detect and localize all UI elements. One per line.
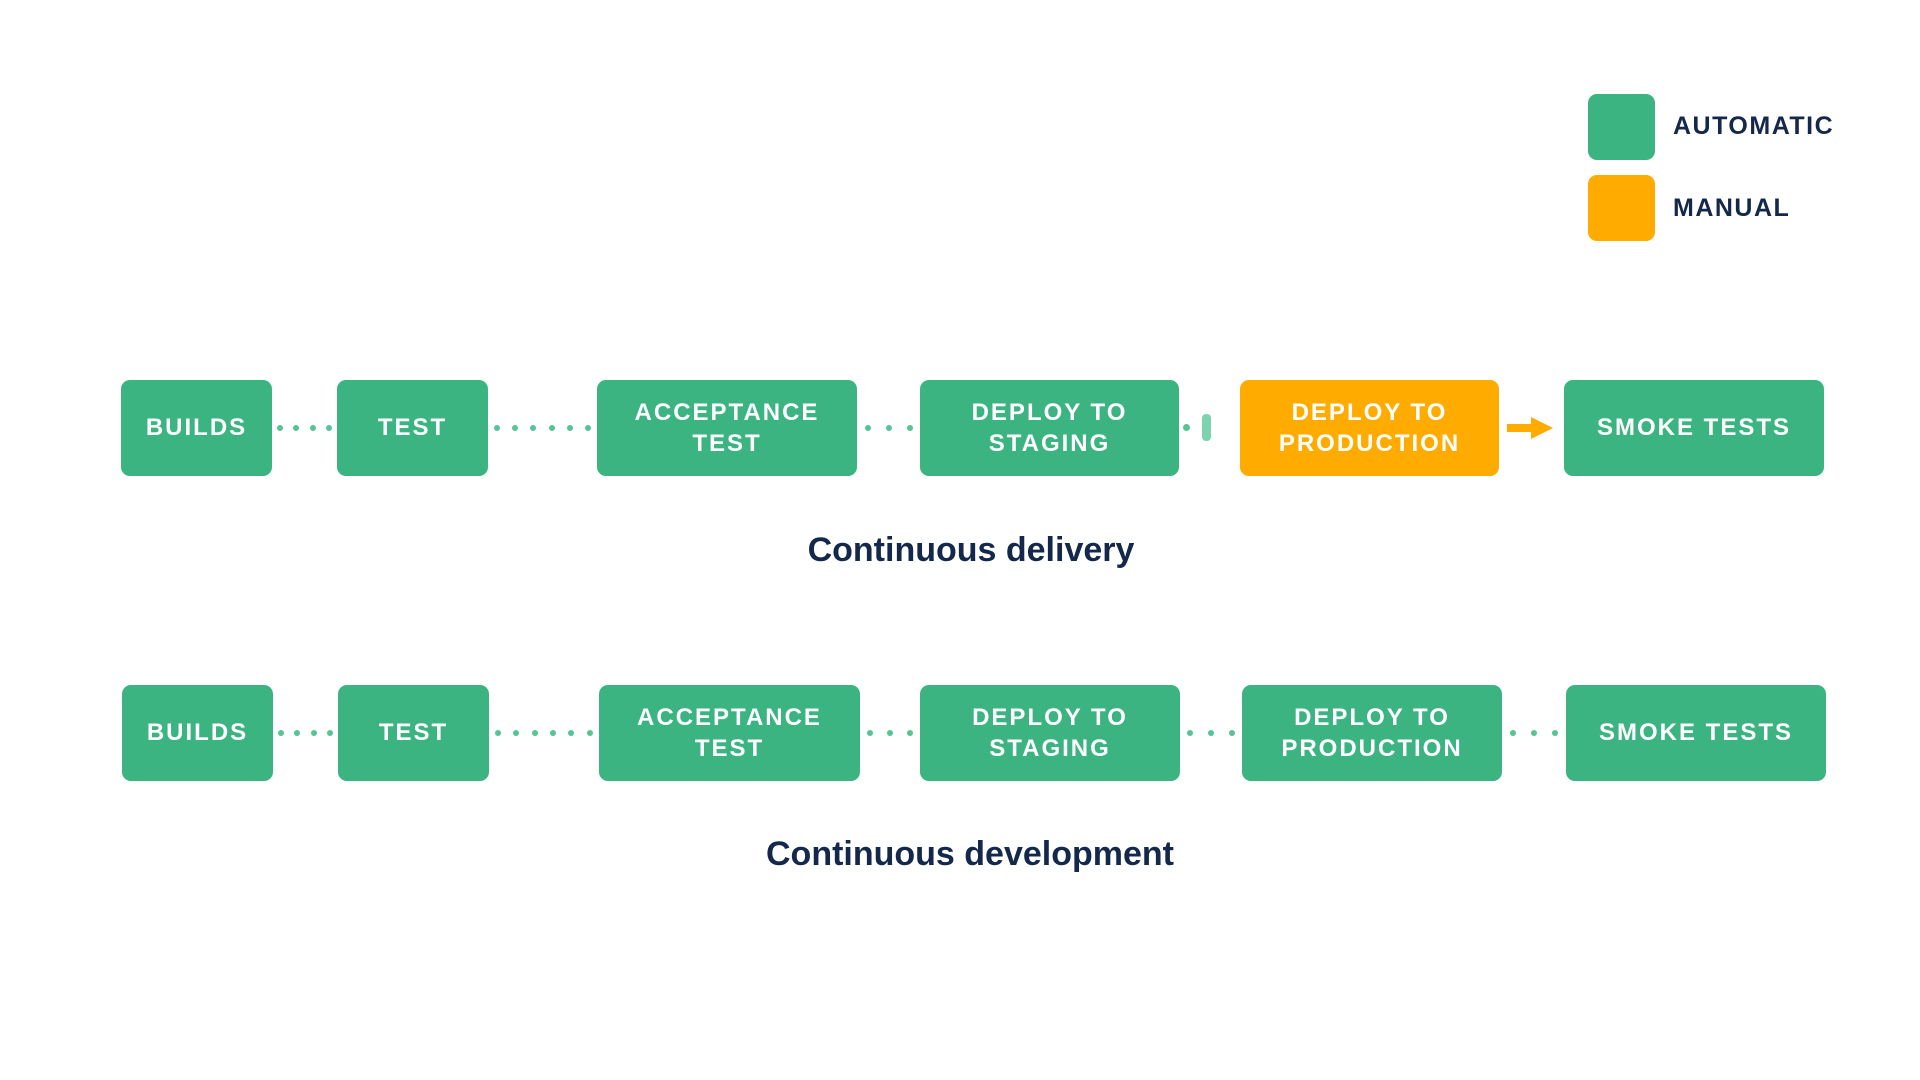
dot <box>907 729 913 736</box>
continuous-development-title: Continuous development <box>766 835 1174 873</box>
dot <box>586 729 593 736</box>
dotted-connector <box>273 729 338 736</box>
dotted-connector <box>860 729 920 736</box>
dot <box>326 729 333 736</box>
dot <box>867 729 873 736</box>
manual-gate-dot-icon <box>1183 424 1190 431</box>
dotted-connector <box>857 424 920 431</box>
continuous-delivery-title: Continuous delivery <box>807 531 1135 569</box>
dot <box>887 729 893 736</box>
dot <box>1228 729 1235 736</box>
dot <box>584 424 591 431</box>
manual-arrow-head-icon <box>1531 417 1553 439</box>
dot <box>293 424 300 431</box>
delivery-step-builds: BUILDS <box>121 380 272 476</box>
dot <box>1207 729 1214 736</box>
dot <box>885 424 892 431</box>
dot <box>310 729 317 736</box>
manual-gate-bar-icon <box>1202 414 1211 441</box>
dot <box>278 729 285 736</box>
dot <box>530 424 537 431</box>
dotted-connector <box>1180 729 1242 736</box>
delivery-step-deploy-staging: DEPLOY TO STAGING <box>920 380 1179 476</box>
dotted-connector <box>272 424 337 431</box>
dotted-connector <box>489 729 599 736</box>
delivery-step-deploy-production: DEPLOY TO PRODUCTION <box>1240 380 1499 476</box>
dot <box>864 424 871 431</box>
legend-manual-swatch <box>1588 175 1655 241</box>
development-step-deploy-staging: DEPLOY TO STAGING <box>920 685 1180 781</box>
development-step-test: TEST <box>338 685 489 781</box>
legend-automatic-swatch <box>1588 94 1655 160</box>
development-step-deploy-production: DEPLOY TO PRODUCTION <box>1242 685 1502 781</box>
delivery-step-smoke-tests: SMOKE TESTS <box>1564 380 1824 476</box>
legend-automatic-label: AUTOMATIC <box>1673 112 1835 140</box>
development-step-builds: BUILDS <box>122 685 273 781</box>
dot <box>1530 729 1537 736</box>
dot <box>325 424 332 431</box>
legend-manual-label: MANUAL <box>1673 194 1791 222</box>
development-step-acceptance-test: ACCEPTANCE TEST <box>599 685 860 781</box>
dot <box>531 729 538 736</box>
development-step-smoke-tests: SMOKE TESTS <box>1566 685 1826 781</box>
dot <box>277 424 284 431</box>
dot <box>309 424 316 431</box>
dotted-connector <box>488 424 597 431</box>
dot <box>1187 729 1194 736</box>
manual-arrow-icon <box>1507 424 1533 432</box>
dot <box>513 729 520 736</box>
dot <box>568 729 575 736</box>
dot <box>566 424 573 431</box>
dot <box>906 424 913 431</box>
dot <box>1552 729 1559 736</box>
dot <box>495 729 502 736</box>
dot <box>548 424 555 431</box>
dot <box>550 729 557 736</box>
delivery-step-test: TEST <box>337 380 488 476</box>
dot <box>1509 729 1516 736</box>
dot <box>512 424 519 431</box>
dot <box>494 424 501 431</box>
dot <box>294 729 301 736</box>
delivery-step-acceptance-test: ACCEPTANCE TEST <box>597 380 857 476</box>
dotted-connector <box>1502 729 1566 736</box>
